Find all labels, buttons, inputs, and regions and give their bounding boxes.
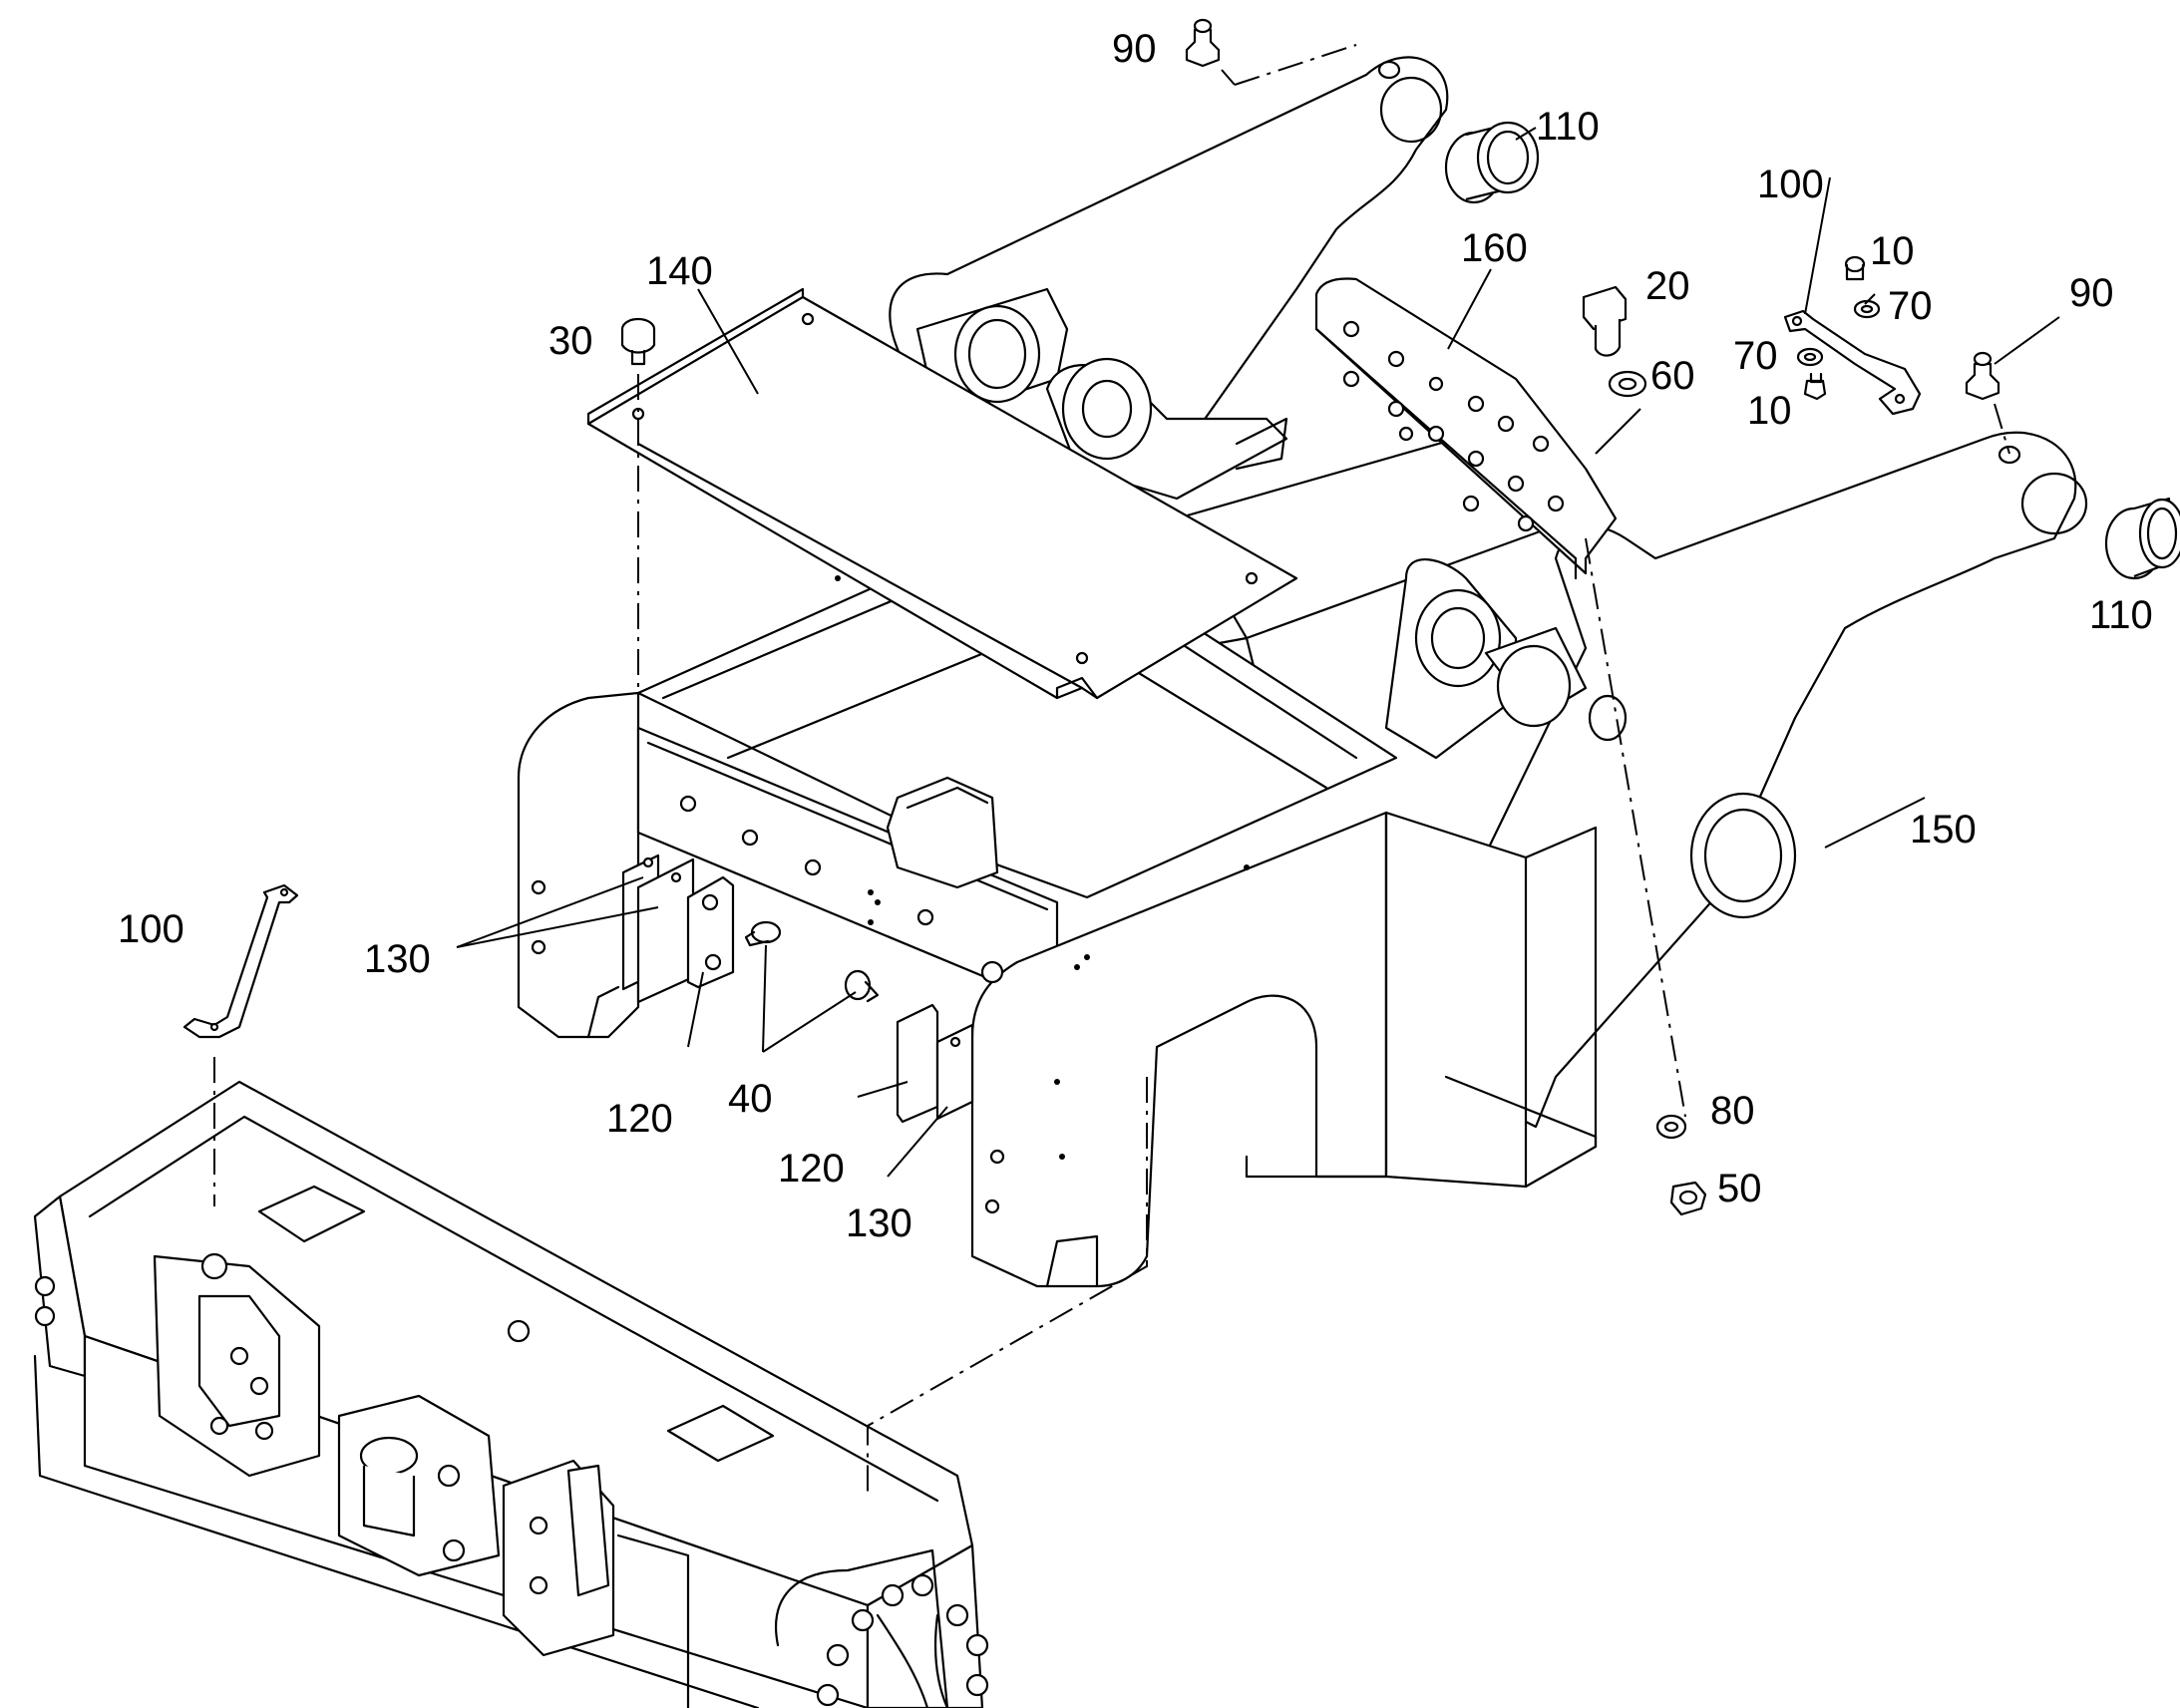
callout-110-top: 110 [1536, 105, 1600, 149]
callout-50: 50 [1717, 1167, 1762, 1210]
bolt-20 [1582, 285, 1628, 357]
callout-100-top: 100 [1757, 163, 1824, 206]
callout-10-top: 10 [1870, 229, 1915, 273]
plate-120-right [896, 1003, 939, 1124]
callout-40: 40 [728, 1077, 773, 1121]
lower-axle-assembly [33, 1080, 989, 1708]
grease-nipple-90-right [1965, 351, 2000, 401]
plate-120-left [686, 875, 735, 989]
callout-labels: 90 110 100 10 160 20 70 90 140 30 70 60 … [118, 27, 2153, 1245]
bolt-10-lower [1803, 372, 1827, 401]
assembly-centerlines [213, 44, 2010, 1496]
clamp-100-left [182, 883, 299, 1039]
bolt-10-upper [1844, 255, 1866, 281]
callout-80: 80 [1710, 1089, 1755, 1133]
washer-80 [1655, 1114, 1687, 1140]
washer-60 [1608, 370, 1647, 398]
washer-70-lower [1796, 347, 1824, 367]
callout-120-left: 120 [606, 1097, 673, 1141]
leader-lines [456, 127, 2060, 1178]
screw-40-left [744, 920, 782, 947]
callout-90-right: 90 [2069, 271, 2114, 315]
callout-100-left: 100 [118, 907, 184, 951]
bolt-30 [620, 317, 656, 366]
callout-60: 60 [1650, 354, 1695, 398]
callout-150: 150 [1910, 808, 1977, 852]
plate-130-right [935, 1023, 974, 1121]
bushing-110-top [1444, 121, 1540, 204]
grease-nipple-90-top [1185, 18, 1221, 68]
callout-30: 30 [548, 319, 593, 363]
plate-160 [1314, 277, 1618, 580]
cover-plate-140 [586, 287, 1298, 700]
bushing-110-right [2104, 497, 2180, 580]
callout-10-lower: 10 [1747, 389, 1792, 433]
callout-90-top: 90 [1112, 27, 1157, 71]
clamp-100-top [1783, 309, 1922, 416]
callout-110-right: 110 [2089, 593, 2153, 637]
callout-130-left: 130 [364, 937, 431, 981]
callout-140: 140 [646, 249, 713, 293]
callout-130-right: 130 [846, 1201, 912, 1245]
callout-120-right: 120 [778, 1147, 845, 1191]
callout-70-lower: 70 [1733, 334, 1778, 378]
plate-130-left [621, 854, 695, 1004]
nut-50 [1669, 1181, 1707, 1216]
screw-40-right [844, 969, 880, 1003]
callout-160: 160 [1461, 226, 1528, 270]
callout-20: 20 [1645, 264, 1690, 308]
callout-70-upper: 70 [1888, 284, 1933, 328]
